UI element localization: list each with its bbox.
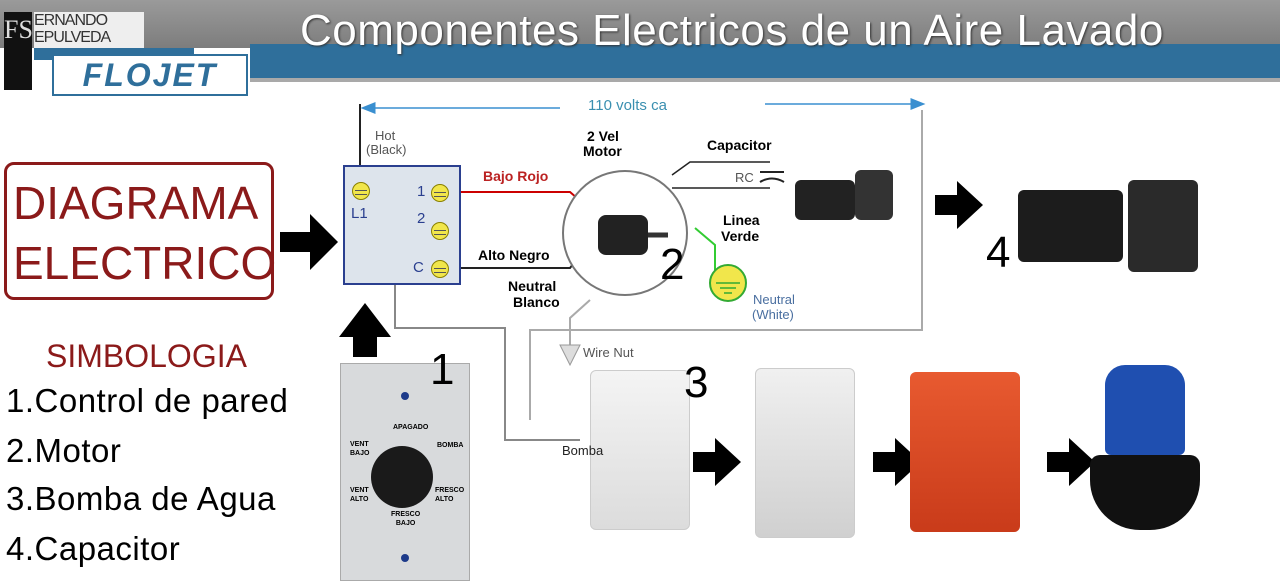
diagram-title-line2: ELECTRICO [13,237,277,289]
number-1: 1 [430,345,455,394]
neutral-wire [569,299,591,345]
arrow-right-icon [1047,438,1095,486]
capacitor-photo-small-2 [855,170,893,220]
neutral-en-label: Neutral [753,292,795,307]
legend-item: 2.Motor [6,432,122,469]
rc-label: RC [735,170,754,185]
arrow-right-icon [280,214,338,270]
legend-title: SIMBOLOGIA [46,338,247,374]
number-2: 2 [660,240,685,289]
terminal-1 [431,184,449,202]
low-red-wire [445,191,586,206]
capacitor-photo [1018,190,1123,262]
number-4: 4 [986,228,1011,277]
terminal-2-label: 2 [417,210,426,227]
hot-label: Hot [375,128,396,143]
diagram-title-box: DIAGRAMA ELECTRICO [4,162,277,300]
arrow-right-icon [873,438,921,486]
wire-nut-icon [559,344,581,367]
terminal-2 [431,222,449,240]
neutral-es-label: Neutral [508,278,557,294]
diagram-title-line1: DIAGRAMA [13,177,259,229]
switch-label-bomba: BOMBA [437,442,464,449]
logo-name-line2: EPULVEDA [34,29,111,46]
switch-knob[interactable] [371,446,433,508]
neutral-es-label-2: Blanco [513,294,560,310]
capacitor-label: Capacitor [707,137,772,153]
water-pump-photo-2 [755,368,855,538]
hot-sub-label: (Black) [366,142,407,157]
arrow-right-icon [935,181,983,229]
terminal-c [431,260,449,278]
legend-item: 1.Control de pared [6,382,289,419]
legend-item: 4.Capacitor [6,530,181,567]
neutral-en-label-2: (White) [752,307,794,322]
header-background [0,0,1280,48]
motor-label-2: Motor [583,143,622,159]
wall-control-terminal-box: L1 1 2 C [343,165,461,285]
logo-name-line1: ERNANDO [34,12,108,29]
switch-label-off: APAGADO [393,424,429,431]
header-stripe [250,44,1280,78]
arrow-up-icon [339,303,391,357]
green-line-label-2: Verde [721,228,760,244]
capacitor-photo-small [795,180,855,220]
page-title: Componentes Electricos de un Aire Lavado [300,6,1164,55]
capacitor-symbol [759,177,785,183]
wire-nut-label: Wire Nut [583,345,634,360]
header-divider [250,78,1280,82]
low-speed-label: Bajo Rojo [483,168,549,184]
screw-icon [401,554,409,562]
logo-monogram: FS [4,12,33,90]
motor-label: 2 Vel [587,128,619,144]
high-speed-label: Alto Negro [478,247,550,263]
water-pump-photo [590,370,690,530]
arrow-right-icon [693,438,741,486]
ground-symbol [716,282,740,294]
number-3: 3 [684,358,709,407]
terminal-l1 [352,182,370,200]
water-pump-photo-4 [1105,365,1185,455]
capacitor-wires [671,161,770,189]
water-pump-photo-3 [910,372,1020,532]
screw-icon [401,392,409,400]
pump-label: Bomba [562,443,604,458]
brand-logo: FLOJET [52,54,248,96]
ground-wire [694,227,716,270]
water-pump-base [1090,455,1200,530]
voltage-label: 110 volts ca [588,97,667,114]
capacitor-photo-2 [1128,180,1198,272]
legend-item: 3.Bomba de Agua [6,480,276,517]
terminal-1-label: 1 [417,183,426,200]
motor-icon [598,215,648,255]
terminal-l1-label: L1 [351,205,368,222]
terminal-c-label: C [413,259,424,276]
green-line-label: Linea [723,212,760,228]
neutral-return-wire [529,110,923,420]
